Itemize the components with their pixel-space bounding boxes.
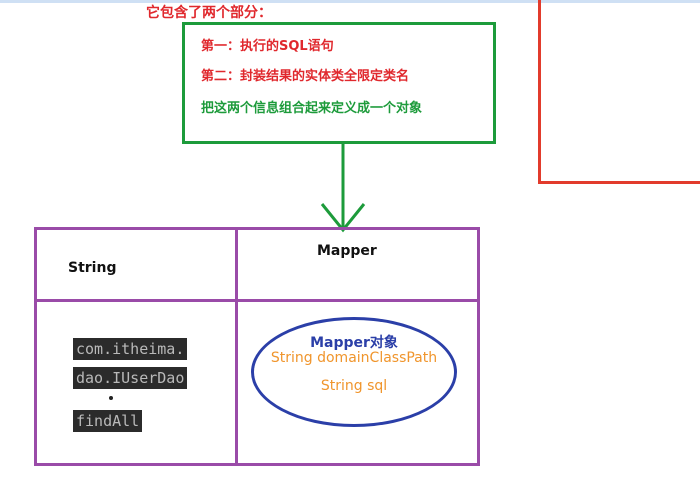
red-horizontal-line bbox=[538, 181, 700, 184]
mapping-table: String Mapper com.itheima. dao.IUserDao … bbox=[34, 227, 480, 466]
code-line-class: dao.IUserDao bbox=[73, 367, 188, 389]
string-header: String bbox=[68, 260, 117, 276]
top-border-line bbox=[0, 0, 700, 3]
description-box: 第一：执行的SQL语句 第二：封装结果的实体类全限定类名 把这两个信息组合起来定… bbox=[182, 22, 496, 144]
separator-dot bbox=[109, 396, 113, 400]
sql-field: String sql bbox=[320, 378, 388, 394]
mapper-object-title: Mapper对象 bbox=[310, 335, 398, 351]
description-line-2: 第二：封装结果的实体类全限定类名 bbox=[201, 69, 410, 84]
description-line-3: 把这两个信息组合起来定义成一个对象 bbox=[201, 101, 423, 116]
table-horizontal-divider bbox=[37, 299, 477, 302]
domain-class-path-field: String domainClassPath bbox=[270, 350, 438, 366]
code-line-method: findAll bbox=[73, 410, 143, 432]
red-vertical-line bbox=[538, 0, 541, 184]
mapper-object-ellipse: Mapper对象 String domainClassPath String s… bbox=[251, 317, 457, 427]
code-line-package: com.itheima. bbox=[73, 338, 188, 360]
mapper-header: Mapper bbox=[317, 243, 377, 259]
down-arrow-icon bbox=[320, 142, 366, 233]
heading-text: 它包含了两个部分： bbox=[146, 5, 272, 21]
description-line-1: 第一：执行的SQL语句 bbox=[201, 39, 334, 54]
table-vertical-divider bbox=[235, 230, 238, 463]
